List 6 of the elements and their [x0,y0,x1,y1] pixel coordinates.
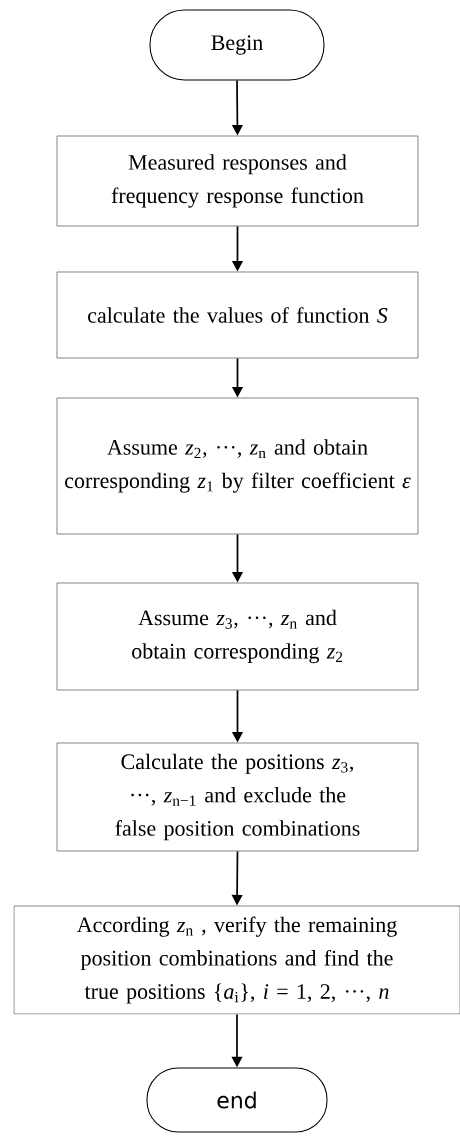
process-box: calculate the values of function S [56,271,419,359]
process-box: Assume z$_{2}$, ···, z$_{n}$ and obtain corresponding z$_{1}$ by filter coefficient ε [56,397,419,535]
process-box: Assume z$_{3}$, ···, z$_{n}$ and obtain corresponding z$_{2}$ [56,582,419,691]
process-box: According z$_{n}$ , verify the remaining position combinations and find the true positions {a$_{i}$}, i = 1, 2, ···, n [13,905,460,1015]
process-box: Measured responses and frequency response function [56,135,419,227]
process-box: Calculate the positions z$_{3}$, ···, z$_{n−1}$ and exclude the false position combinations [56,742,419,852]
